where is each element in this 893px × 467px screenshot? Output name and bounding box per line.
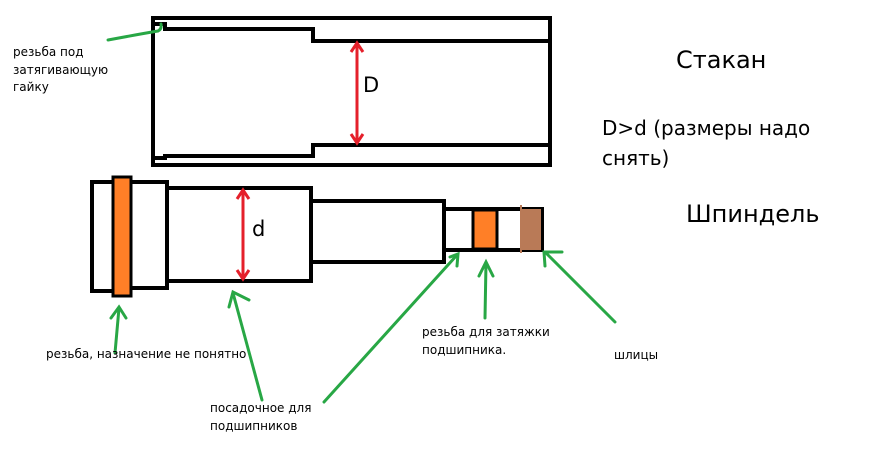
cup-title: Стакан [676, 46, 767, 74]
unknown-thread-zone [111, 175, 133, 298]
bearing-seat-label-line2: подшипников [210, 419, 298, 433]
pointer-arrow-bearing-seat-1 [227, 289, 264, 402]
pointer-arrow-bearing-seat-2 [322, 251, 460, 404]
splines-zone [520, 209, 541, 250]
bearing-thread-zone [471, 208, 499, 251]
dimension-d-arrow [235, 187, 251, 282]
cup-inner-top-profile [153, 22, 550, 43]
bearing-thread-label-line1: резьба для затяжки [422, 325, 550, 339]
pointer-arrow-nut-thread [106, 22, 163, 42]
bearing-thread-label-line2: подшипника. [422, 343, 507, 357]
spindle-middle-section [309, 199, 446, 264]
unknown-thread-label: резьба, назначение не понятно [46, 347, 247, 361]
nut-thread-label-line2: затягивающую [13, 63, 109, 77]
spindle-bearing-seat [165, 186, 313, 283]
pointer-arrow-unknown-thread [109, 304, 128, 355]
nut-thread-label-line3: гайку [13, 80, 49, 94]
dimension-d-label: d [252, 217, 266, 241]
condition-note-line2: снять) [602, 146, 670, 170]
spindle-collar [128, 180, 169, 290]
splines-label: шлицы [614, 348, 659, 362]
dimension-D-arrow [349, 40, 365, 146]
condition-note-line1: D>d (размеры надо [602, 116, 811, 140]
bearing-seat-label-line1: посадочное для [210, 401, 312, 415]
dimension-D-label: D [363, 73, 380, 97]
nut-thread-label-line1: резьба под [13, 45, 84, 59]
cup-drawing [151, 16, 552, 167]
cup-outer-outline [151, 16, 552, 167]
cup-inner-bottom-profile [153, 143, 550, 160]
pointer-arrow-splines [542, 250, 617, 324]
spindle-title: Шпиндель [686, 200, 820, 228]
pointer-arrow-bearing-thread [477, 258, 495, 320]
